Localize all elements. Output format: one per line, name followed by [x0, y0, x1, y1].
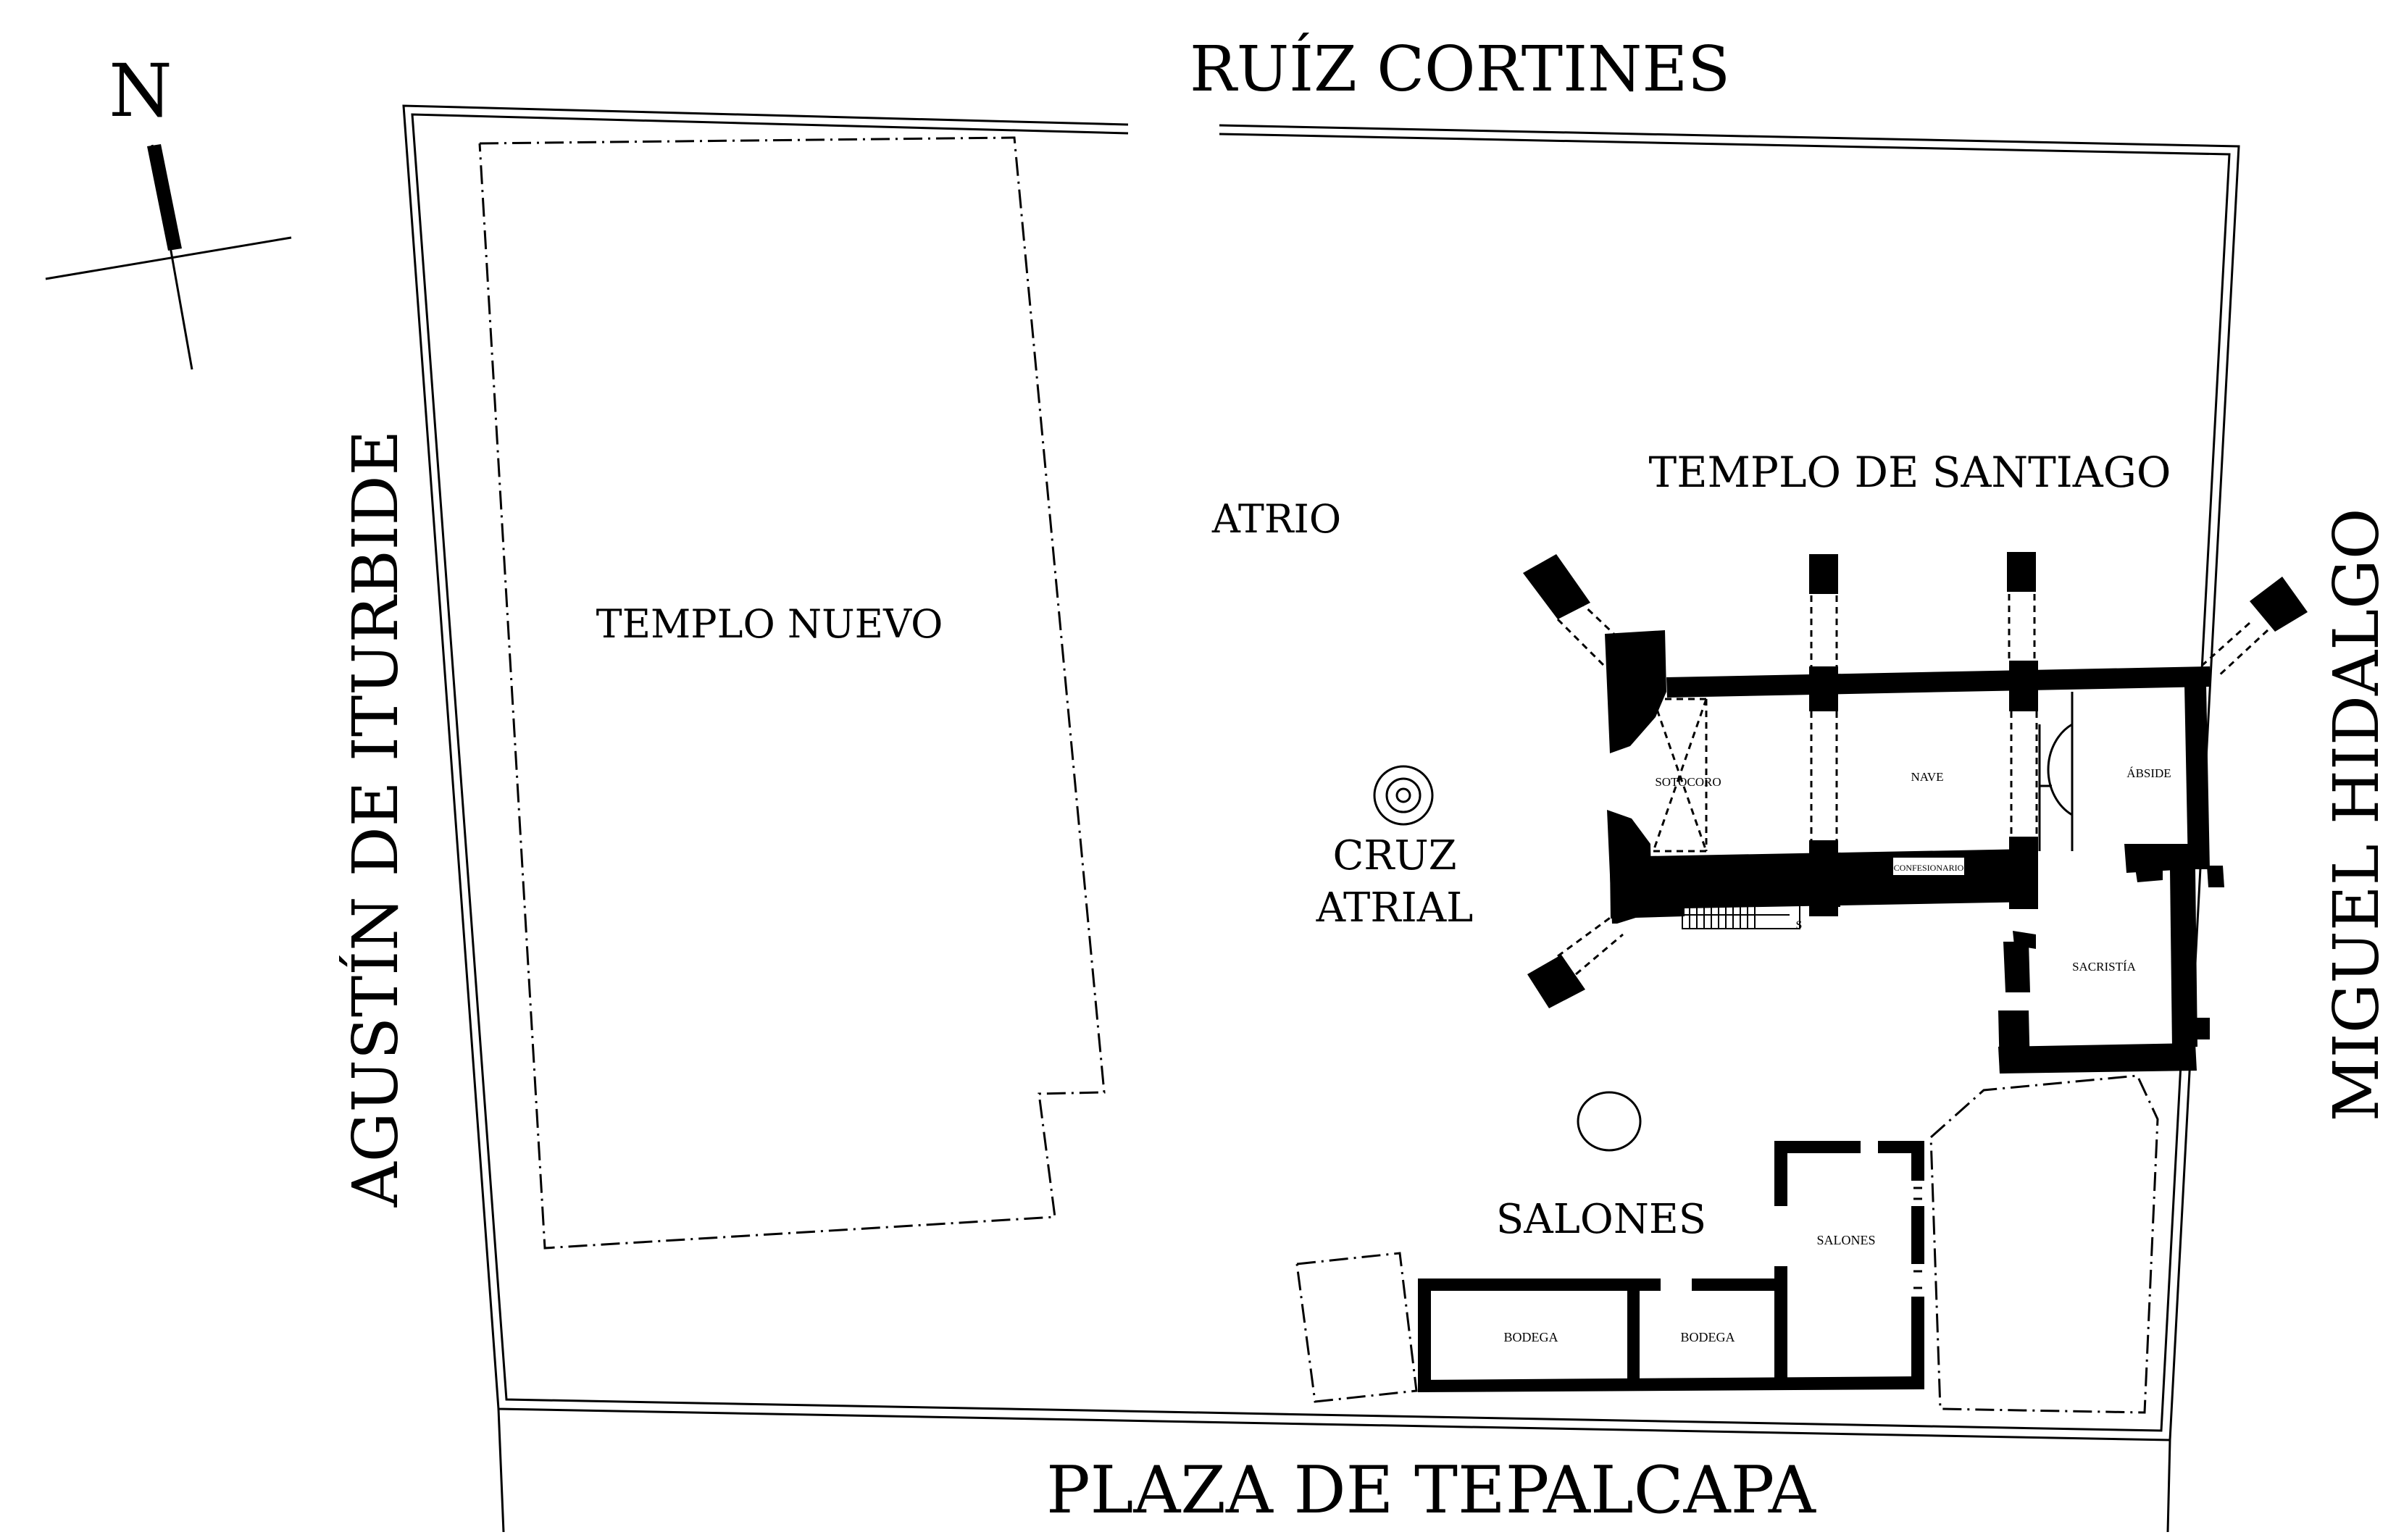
label-templo-nuevo: TEMPLO NUEVO	[596, 601, 943, 647]
street-west: AGUSTÍN DE ITURBIDE	[339, 430, 412, 1208]
label-cruz: CRUZ	[1332, 832, 1456, 879]
property-boundary	[402, 104, 2240, 1533]
label-nave: NAVE	[1911, 770, 1943, 784]
label-abside: ÁBSIDE	[2126, 766, 2171, 780]
north-letter: N	[109, 49, 172, 133]
street-east: MIGUEL HIDALGO	[2321, 509, 2393, 1122]
label-atrial: ATRIAL	[1316, 884, 1474, 932]
street-south: PLAZA DE TEPALCAPA	[1046, 1452, 1816, 1528]
label-templo-santiago: TEMPLO DE SANTIAGO	[1649, 448, 2171, 497]
annex-outline-se	[1929, 1074, 2159, 1414]
annex-outline-sw	[1295, 1252, 1418, 1403]
templo-santiago-plan	[1523, 552, 2308, 1074]
street-north: RUÍZ CORTINES	[1190, 33, 1730, 106]
north-arrow-bar	[147, 144, 182, 251]
templo-nuevo-outline	[478, 136, 1106, 1250]
label-stair-mark: S	[1796, 919, 1803, 932]
well-circle	[1577, 1091, 1642, 1152]
label-sacristia: SACRISTÍA	[2072, 960, 2137, 974]
label-salones-room: SALONES	[1816, 1233, 1875, 1247]
cross-line	[45, 236, 292, 280]
confesionario-box	[1892, 856, 1966, 876]
north-arrow: N	[45, 49, 292, 370]
label-sotocoro: SOTOCORO	[1655, 775, 1721, 789]
salones-building	[1418, 1141, 1924, 1392]
label-atrio: ATRIO	[1211, 496, 1341, 542]
label-salones-area: SALONES	[1496, 1196, 1706, 1243]
label-bodega-2: BODEGA	[1681, 1330, 1735, 1344]
cruz-atrial-symbol	[1373, 765, 1434, 826]
label-bodega-1: BODEGA	[1504, 1330, 1558, 1344]
label-confesionario: CONFESIONARIO	[1894, 863, 1964, 873]
stair	[1682, 900, 1800, 929]
